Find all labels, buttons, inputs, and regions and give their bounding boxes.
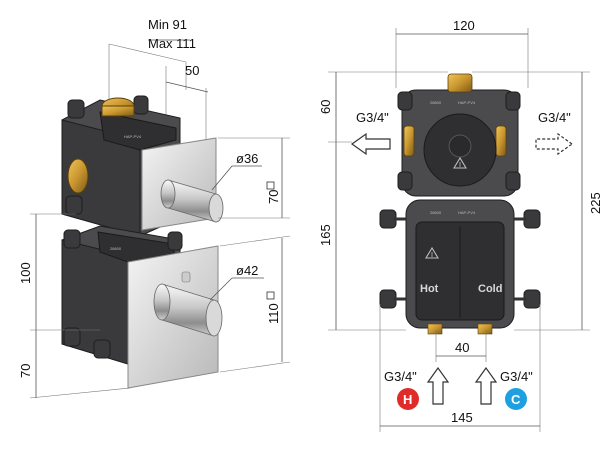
- outlet-right-label: G3/4": [538, 110, 571, 125]
- outlet-right: G3/4": [535, 110, 574, 156]
- svg-text:28600: 28600: [430, 100, 442, 105]
- outlet-left-label: G3/4": [356, 110, 389, 125]
- diameter-top-callout: ø36: [211, 151, 262, 191]
- outlet-arrow-icon: [350, 132, 391, 156]
- face-cold-label: Cold: [478, 283, 502, 295]
- dim-165-label: 165: [318, 224, 333, 246]
- lower-front-body: 28600 HAP-PV4 Hot Cold: [379, 199, 541, 335]
- recycle-mark-icon: [453, 156, 467, 169]
- diameter-bottom-label: ø42: [236, 263, 258, 278]
- svg-text:28600: 28600: [110, 246, 122, 251]
- right-view: 120 28600 HAP-PV4 G3/4": [318, 18, 603, 432]
- cold-badge: [505, 388, 527, 410]
- inlet-hot-label: G3/4": [384, 369, 417, 384]
- outlet-left: G3/4": [350, 110, 391, 156]
- depth-dimension: Min 91 Max 111: [108, 17, 196, 100]
- dim-60: 60: [318, 71, 448, 143]
- inlet-cold: G3/4" C: [474, 366, 533, 410]
- dim-145: 145: [379, 304, 541, 432]
- dim-100-label: 100: [18, 262, 33, 284]
- dim-100: 100: [18, 213, 100, 331]
- brass-outlet-side: [67, 158, 89, 194]
- upper-module: HAP-PV4: [61, 95, 224, 237]
- square-top-dim: 70: [218, 137, 290, 219]
- dim-120-label: 120: [453, 18, 475, 33]
- inlet-hot: G3/4" H: [384, 366, 450, 410]
- svg-text:H: H: [403, 392, 412, 407]
- dim-145-label: 145: [451, 410, 473, 425]
- square-bottom-dim: 110: [219, 235, 291, 373]
- brass-side-outlet: [403, 125, 415, 157]
- inlet-arrow-icon: [474, 366, 498, 405]
- upper-front-body: 28600 HAP-PV4: [397, 73, 521, 197]
- recycle-mark-icon: [425, 246, 439, 259]
- dim-70-bottom: 70: [18, 330, 131, 399]
- svg-text:HAP-PV4: HAP-PV4: [124, 134, 142, 139]
- diameter-top-label: ø36: [236, 151, 258, 166]
- outlet-arrow-icon: [535, 132, 574, 156]
- dim-225-label: 225: [588, 192, 603, 214]
- diverter-knob: [160, 179, 176, 209]
- svg-text:C: C: [511, 392, 521, 407]
- inlet-cold-label: G3/4": [500, 369, 533, 384]
- dim-50: 50: [165, 63, 209, 150]
- svg-text:28600: 28600: [430, 210, 442, 215]
- dim-40: 40: [435, 330, 487, 362]
- svg-text:HAP-PV4: HAP-PV4: [458, 100, 476, 105]
- dim-60-label: 60: [318, 100, 333, 114]
- lower-module: 28600: [61, 225, 223, 389]
- dim-225: 225: [472, 71, 603, 331]
- square-bottom-label: 110: [266, 303, 281, 324]
- inlet-arrow-icon: [426, 366, 450, 405]
- face-hot-label: Hot: [420, 283, 439, 295]
- dim-165: 165: [318, 142, 406, 331]
- mounting-lug: [67, 99, 85, 119]
- dim-50-label: 50: [185, 63, 199, 78]
- square-top-label: 70: [266, 190, 281, 204]
- mounting-lug: [65, 195, 83, 215]
- dim-120: 120: [395, 18, 529, 88]
- depth-max-label: Max 111: [148, 36, 196, 51]
- mounting-lug: [133, 95, 149, 115]
- dim-40-label: 40: [455, 340, 469, 355]
- depth-min-label: Min 91: [148, 17, 187, 32]
- dim-70-bottom-label: 70: [18, 364, 33, 378]
- hot-badge: [397, 388, 419, 410]
- svg-text:HAP-PV4: HAP-PV4: [458, 210, 476, 215]
- thermostat-knob: [153, 283, 171, 321]
- safety-button: [181, 271, 191, 283]
- brass-top-outlet: [447, 73, 473, 93]
- left-view: Min 91 Max 111 50 HAP-PV4: [18, 17, 291, 399]
- diameter-bottom-callout: ø42: [209, 263, 264, 301]
